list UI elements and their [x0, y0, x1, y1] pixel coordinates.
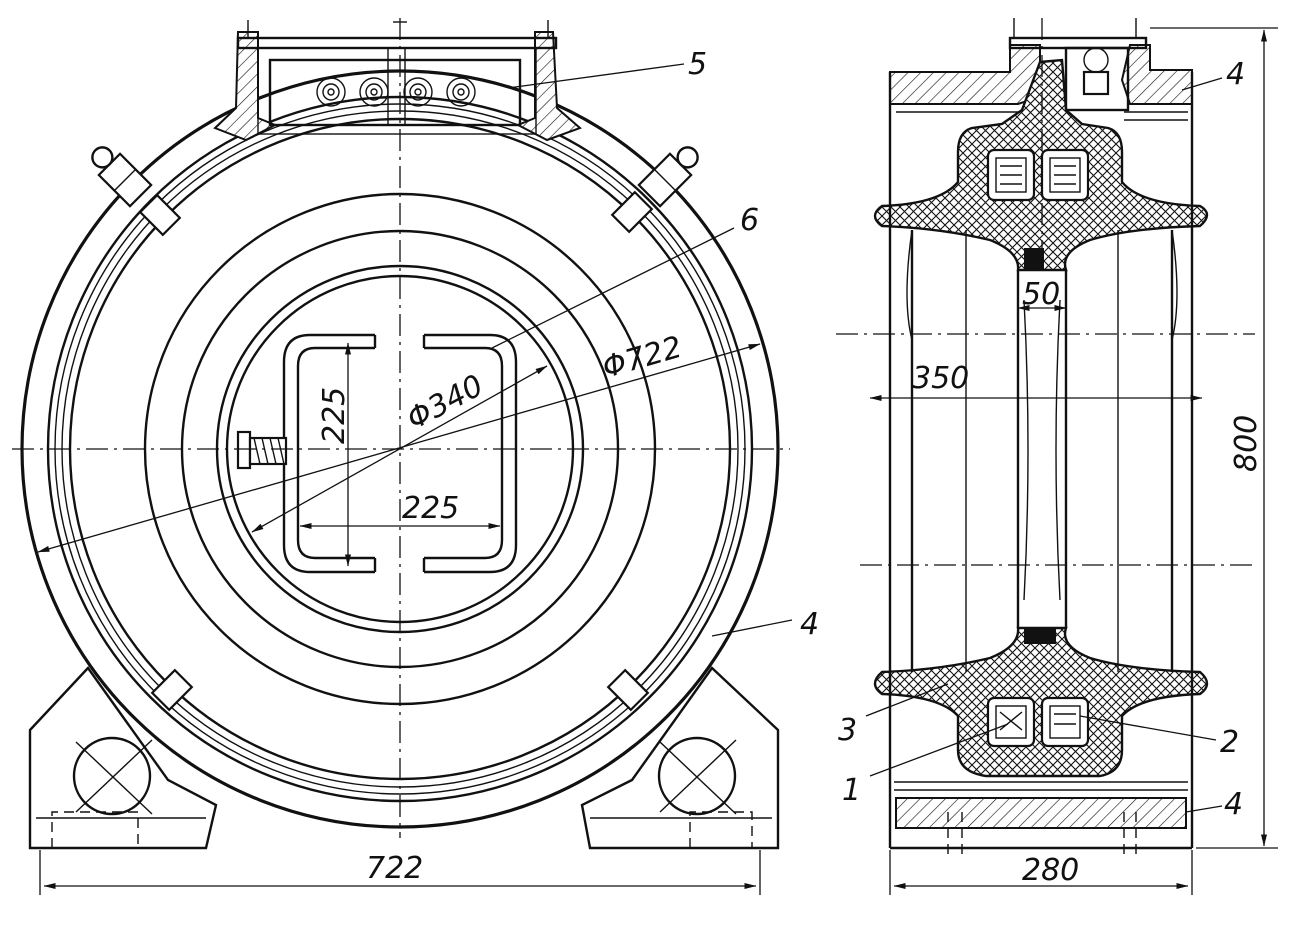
label-side-width: 280	[1022, 853, 1079, 888]
clamp-bolts	[91, 146, 699, 712]
side-insulation-bottom	[873, 626, 1209, 778]
front-view	[12, 18, 793, 895]
mounting-hole-left	[72, 736, 152, 816]
callout-4-side-bottom: 4	[1224, 787, 1243, 822]
core-bottom-left	[986, 696, 1036, 748]
callout-6: 6	[740, 203, 759, 238]
callout-5: 5	[688, 47, 707, 82]
window-bracket	[236, 333, 518, 574]
label-rib-width: 50	[1022, 277, 1060, 312]
callout-4-side-top: 4	[1226, 57, 1245, 92]
core-bottom-right	[1040, 696, 1090, 748]
callout-1: 1	[842, 773, 861, 808]
terminal-studs	[316, 77, 476, 107]
terminal-box	[213, 20, 582, 142]
mounting-hole-right	[657, 736, 737, 816]
label-inner-length: 350	[912, 361, 969, 396]
side-view	[836, 18, 1278, 895]
label-side-height: 800	[1229, 415, 1264, 472]
callout-3: 3	[838, 713, 857, 748]
label-front-width: 722	[366, 851, 423, 886]
label-window-width: 225	[402, 491, 459, 526]
label-window-height: 225	[317, 387, 352, 444]
label-inner-diameter: Φ340	[401, 368, 489, 437]
callout-2: 2	[1220, 725, 1239, 760]
side-bottom-flange	[890, 781, 1192, 856]
front-base-feet	[28, 666, 780, 850]
callout-4-front: 4	[800, 607, 819, 642]
